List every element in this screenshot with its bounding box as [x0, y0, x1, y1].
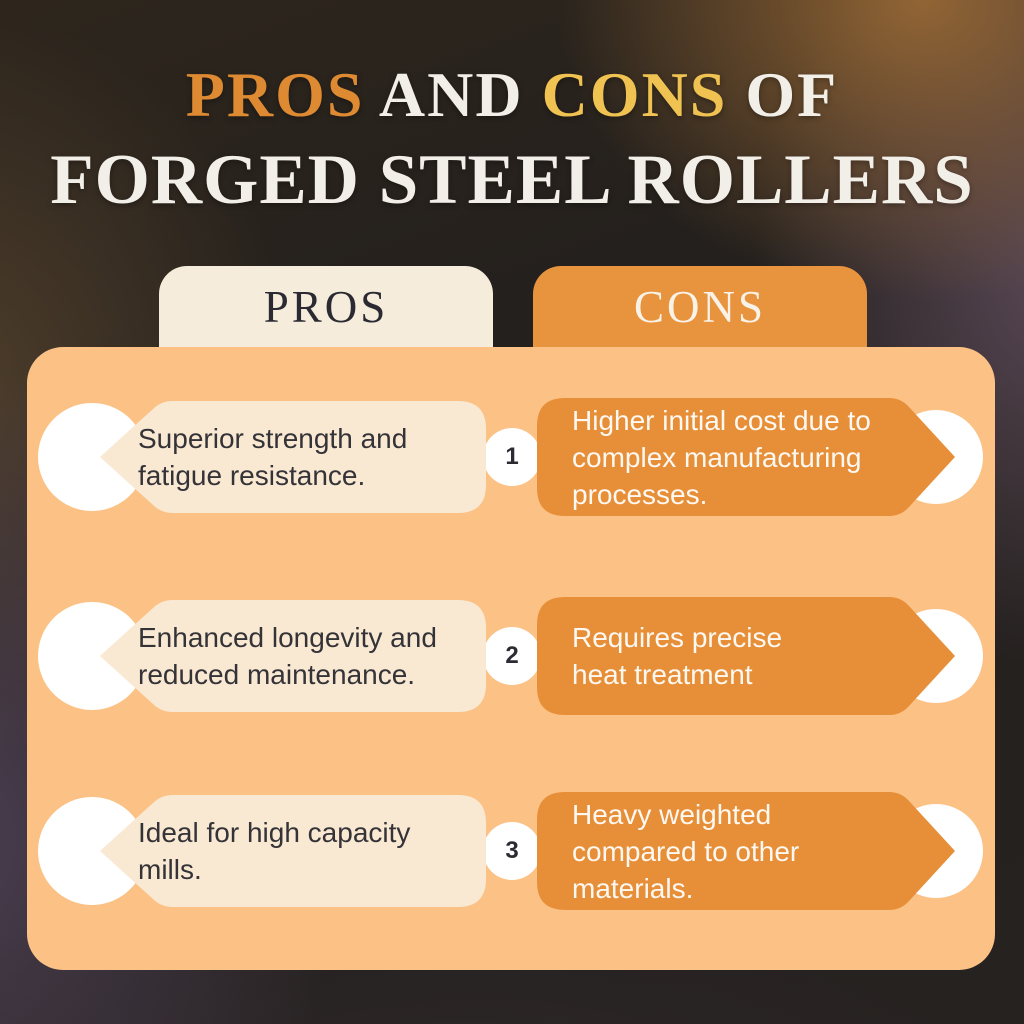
title-word-of: OF [727, 59, 839, 130]
pro-item-text: Superior strength and fatigue resistance… [138, 401, 468, 513]
comparison-panel: 1 Superior strength and fatigue resistan… [27, 347, 995, 970]
row-number: 3 [505, 837, 519, 864]
con-text-line: processes. [572, 478, 708, 510]
con-item-text: Higher initial cost due to complex manuf… [572, 398, 924, 516]
pro-item-box: Enhanced longevity and reduced maintenan… [100, 600, 486, 712]
title-line-1: PROS AND CONS OF [0, 54, 1024, 136]
con-text-line: Heavy weighted [572, 798, 772, 830]
pro-item-box: Superior strength and fatigue resistance… [100, 401, 486, 513]
pro-text-line: Superior strength and [138, 423, 408, 454]
title-word-cons: CONS [541, 59, 728, 130]
con-text-line: heat treatment [572, 659, 753, 690]
title-word-and: AND [364, 59, 542, 130]
comparison-row-2: 2 Enhanced longevity and reduced mainten… [27, 597, 995, 715]
con-text-line: Higher initial cost due to [572, 404, 871, 436]
tab-pros: PROS [159, 266, 493, 348]
con-item-box: Requires precise heat treatment [537, 597, 955, 715]
pro-item-text: Enhanced longevity and reduced maintenan… [138, 600, 468, 712]
pro-text-line: Enhanced longevity and [138, 622, 437, 653]
con-text-line: materials. [572, 872, 694, 904]
pro-text-line: fatigue resistance. [138, 460, 366, 491]
row-number-badge: 3 [483, 822, 541, 880]
page-title: PROS AND CONS OF FORGED STEEL ROLLERS [0, 54, 1024, 224]
con-arrow-shape [537, 597, 955, 715]
title-line-2: FORGED STEEL ROLLERS [50, 141, 974, 219]
title-word-pros: PROS [185, 59, 365, 130]
pro-arrow-shape [100, 795, 486, 907]
tab-cons: CONS [533, 266, 867, 348]
row-number-badge: 1 [483, 428, 541, 486]
con-item-text: Heavy weighted compared to other materia… [572, 792, 924, 910]
row-number: 1 [505, 443, 519, 470]
con-item-text: Requires precise heat treatment [572, 597, 924, 715]
con-arrow-shape [537, 792, 955, 910]
pro-text-line: Ideal for high capacity [138, 817, 411, 848]
con-text-line: Requires precise [572, 622, 783, 653]
con-text-line: complex manufacturing [572, 441, 862, 473]
pro-text-line: reduced maintenance. [138, 659, 416, 690]
con-arrow-shape [537, 398, 955, 516]
comparison-row-1: 1 Superior strength and fatigue resistan… [27, 398, 995, 516]
row-number: 2 [505, 642, 519, 669]
pro-item-box: Ideal for high capacity mills. [100, 795, 486, 907]
con-item-box: Heavy weighted compared to other materia… [537, 792, 955, 910]
con-text-line: compared to other [572, 835, 800, 867]
row-number-badge: 2 [483, 627, 541, 685]
comparison-row-3: 3 Ideal for high capacity mills. Heavy w… [27, 792, 995, 910]
pro-text-line: mills. [138, 854, 202, 885]
pro-arrow-shape [100, 600, 486, 712]
con-item-box: Higher initial cost due to complex manuf… [537, 398, 955, 516]
pro-item-text: Ideal for high capacity mills. [138, 795, 468, 907]
pro-arrow-shape [100, 401, 486, 513]
